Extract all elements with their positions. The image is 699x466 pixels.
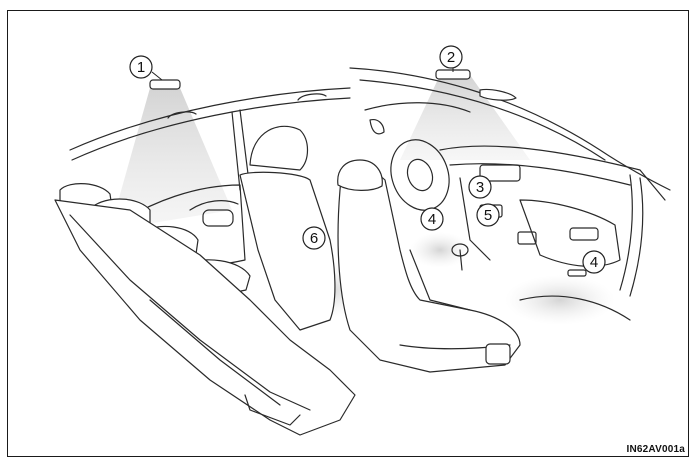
callout-5: 5 bbox=[476, 203, 500, 227]
callout-4-console-label: 4 bbox=[428, 211, 436, 228]
console-light-pool bbox=[410, 232, 470, 268]
callout-3: 3 bbox=[468, 175, 492, 199]
callouts: 1 2 3 4 5 6 4 bbox=[129, 45, 606, 274]
front-footwell-light-pool bbox=[505, 275, 615, 325]
figure-code: IN62AV001a bbox=[626, 444, 685, 455]
front-map-light-beam bbox=[400, 75, 530, 160]
callout-4-footwell-label: 4 bbox=[590, 254, 598, 271]
callout-2-label: 2 bbox=[447, 49, 455, 66]
callout-4-console: 4 bbox=[420, 207, 444, 231]
callout-1: 1 bbox=[129, 55, 163, 81]
car-body-outline bbox=[54, 67, 671, 436]
callout-1-label: 1 bbox=[137, 59, 145, 76]
callout-6-label: 6 bbox=[310, 230, 318, 247]
callout-4-footwell: 4 bbox=[582, 250, 606, 274]
callout-2: 2 bbox=[439, 45, 463, 72]
callout-3-label: 3 bbox=[476, 179, 484, 196]
callout-6: 6 bbox=[302, 226, 326, 250]
callout-5-label: 5 bbox=[484, 207, 492, 224]
